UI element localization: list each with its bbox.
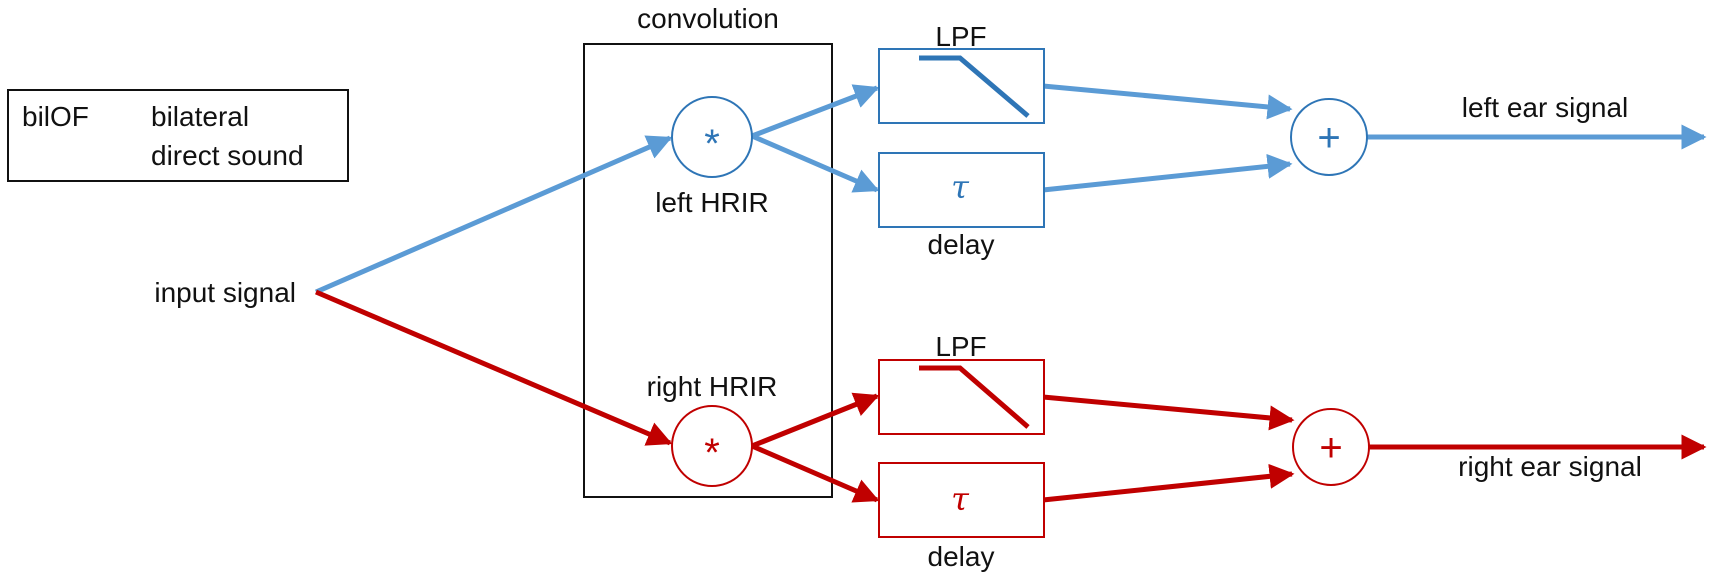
right-lpf-label: LPF [935, 331, 986, 362]
left-delay-to-sum-arrow [1042, 153, 1293, 193]
convolution-label: convolution [637, 3, 779, 34]
legend: bilOF bilateral direct sound [7, 89, 349, 182]
left-sum-circle [1290, 98, 1368, 176]
input-signal-label: input signal [154, 277, 296, 308]
right-hrir-to-lpf-arrow [751, 392, 880, 449]
right-delay-to-sum-arrow [1042, 463, 1295, 503]
convolution-box [583, 43, 833, 498]
left-convolve-symbol: * [704, 122, 720, 166]
right-lpf-response-icon [919, 365, 1030, 429]
left-hrir-to-lpf-arrow [751, 84, 880, 139]
right-delay-label: delay [928, 541, 995, 572]
left-delay-label: delay [928, 229, 995, 260]
left-ear-signal-label: left ear signal [1462, 92, 1629, 123]
left-hrir-to-delay-arrow [751, 133, 880, 193]
right-lpf-to-sum-arrow [1042, 394, 1295, 431]
right-ear-signal-label: right ear signal [1458, 451, 1642, 482]
right-delay-symbol: τ [951, 480, 970, 518]
left-delay-block: τ delay [878, 152, 1045, 260]
right-delay-block: τ delay [878, 462, 1045, 572]
left-convolve-circle [671, 96, 753, 178]
convolution-block: convolution [583, 3, 833, 498]
right-convolution-operator: * [671, 405, 753, 487]
legend-description-line2: direct sound [151, 140, 304, 171]
input-to-right-hrir-arrow [315, 289, 673, 446]
right-convolve-symbol: * [704, 431, 720, 475]
right-sum-circle [1292, 408, 1370, 486]
right-sum-symbol: + [1319, 426, 1342, 470]
right-hrir-to-delay-arrow [751, 443, 880, 503]
right-sum-operator: + [1292, 408, 1370, 486]
left-delay-symbol: τ [951, 168, 970, 206]
right-convolve-circle [671, 405, 753, 487]
right-hrir-label: right HRIR [647, 371, 778, 402]
legend-abbreviation: bilOF [22, 101, 89, 132]
input-to-left-hrir-arrow [315, 135, 673, 295]
left-delay-box [878, 152, 1045, 228]
left-hrir-label: left HRIR [655, 187, 769, 218]
left-sum-symbol: + [1317, 116, 1340, 160]
right-delay-box [878, 462, 1045, 538]
left-convolution-operator: * [671, 96, 753, 178]
legend-description-line1: bilateral [151, 101, 249, 132]
right-lpf-block: LPF [878, 331, 1045, 435]
left-lpf-to-sum-arrow [1042, 83, 1293, 120]
legend-box [7, 89, 349, 182]
left-channel [315, 83, 1707, 295]
left-lpf-response-icon [919, 55, 1030, 118]
right-channel [315, 289, 1707, 503]
left-lpf-block: LPF [878, 21, 1045, 124]
left-sum-operator: + [1290, 98, 1368, 176]
left-lpf-label: LPF [935, 21, 986, 52]
